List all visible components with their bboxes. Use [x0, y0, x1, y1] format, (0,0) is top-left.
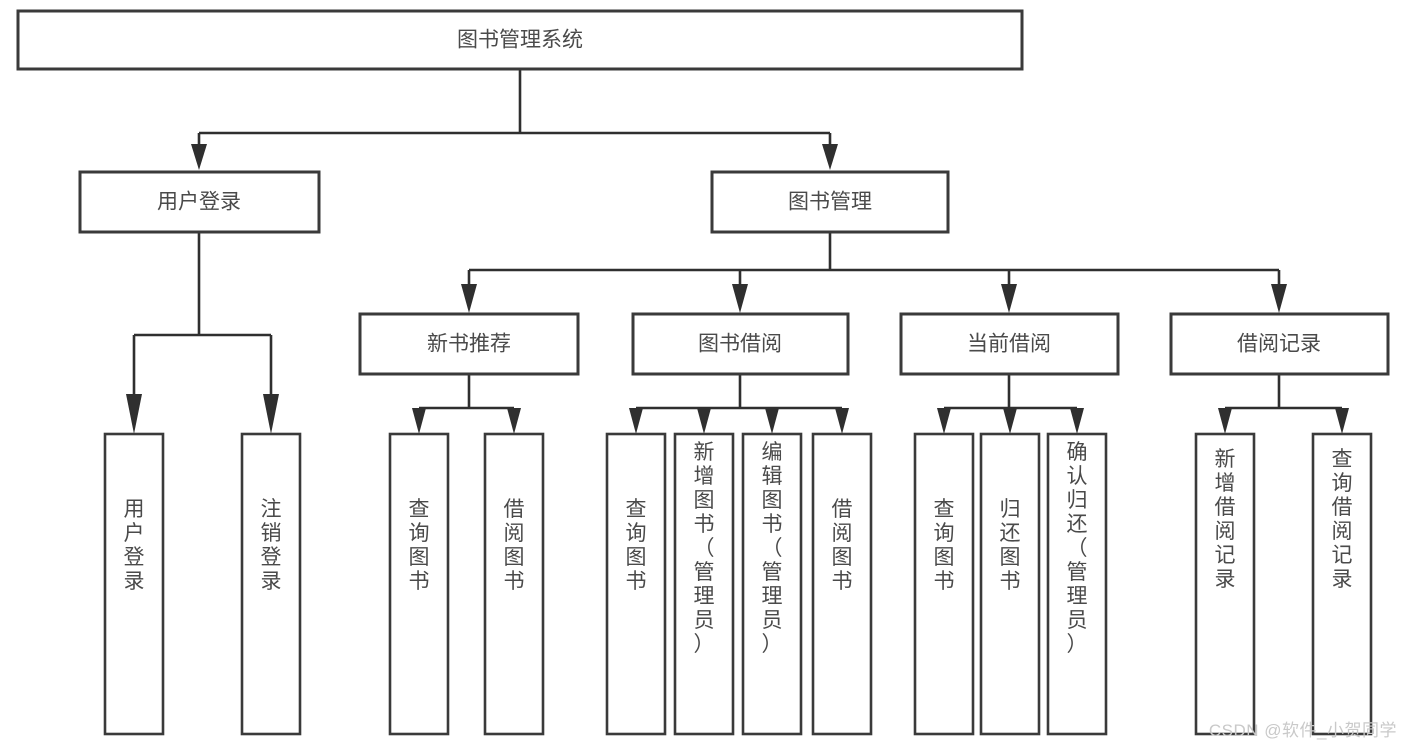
arrowhead-leaf-borrow-book-2 — [835, 408, 849, 434]
arrowhead-current-borrow — [1001, 284, 1017, 313]
node-borrow-record-label: 借阅记录 — [1237, 333, 1321, 356]
leaf-node-group: 用户登录 注销登录 查询图书 借阅图书 查询图书 新增图书（管理员） — [103, 432, 1373, 736]
node-leaf-user-login[interactable]: 用户登录 — [103, 432, 165, 736]
node-leaf-borrow-book-1-box[interactable] — [483, 432, 545, 736]
node-leaf-query-book-2[interactable]: 查询图书 — [605, 432, 667, 736]
arrowhead-leaf-query-book-1 — [412, 408, 426, 434]
node-root[interactable]: 图书管理系统 — [16, 9, 1024, 71]
node-leaf-borrow-book-2[interactable]: 借阅图书 — [811, 432, 873, 736]
arrowhead-leaf-query-record — [1335, 408, 1349, 434]
node-leaf-add-record-box[interactable] — [1194, 432, 1256, 736]
node-user-login-label: 用户登录 — [157, 191, 241, 214]
node-leaf-user-logout[interactable]: 注销登录 — [240, 432, 302, 736]
node-leaf-borrow-book-1[interactable]: 借阅图书 — [483, 432, 545, 736]
node-new-book-recommend-box[interactable] — [358, 312, 580, 376]
node-leaf-return-book[interactable]: 归还图书 — [979, 432, 1041, 736]
arrowhead-leaf-add-record — [1218, 408, 1232, 434]
node-leaf-user-login-label: 用户登录 — [124, 498, 145, 593]
node-leaf-query-book-2-label: 查询图书 — [626, 498, 647, 593]
node-leaf-add-record[interactable]: 新增借阅记录 — [1194, 432, 1256, 736]
arrowhead-leaf-borrow-book-1 — [507, 408, 521, 434]
node-leaf-confirm-return-box[interactable] — [1046, 432, 1108, 736]
node-book-manage-box[interactable] — [710, 170, 950, 234]
node-leaf-edit-book-label: 编辑图书（管理员） — [762, 441, 783, 656]
node-book-manage-label: 图书管理 — [788, 191, 872, 214]
node-leaf-add-book[interactable]: 新增图书（管理员） — [673, 432, 735, 736]
node-leaf-query-record[interactable]: 查询借阅记录 — [1311, 432, 1373, 736]
node-leaf-add-book-box[interactable] — [673, 432, 735, 736]
arrowhead-leaf-return-book — [1003, 408, 1017, 434]
node-user-login[interactable]: 用户登录 — [78, 170, 321, 234]
node-leaf-edit-book-box[interactable] — [741, 432, 803, 736]
node-leaf-user-login-box[interactable] — [103, 432, 165, 736]
node-leaf-return-book-label: 归还图书 — [1000, 498, 1021, 593]
node-root-label: 图书管理系统 — [457, 29, 583, 52]
node-leaf-return-book-box[interactable] — [979, 432, 1041, 736]
node-current-borrow-box[interactable] — [899, 312, 1120, 376]
node-current-borrow[interactable]: 当前借阅 — [899, 312, 1120, 376]
arrowhead-leaf-query-book-2 — [629, 408, 643, 434]
arrowhead-new-book-recommend — [461, 284, 477, 313]
node-leaf-user-logout-box[interactable] — [240, 432, 302, 736]
node-book-borrow-label: 图书借阅 — [698, 333, 782, 356]
node-current-borrow-label: 当前借阅 — [967, 333, 1051, 356]
node-leaf-user-logout-label: 注销登录 — [261, 498, 282, 593]
node-leaf-query-book-1-label: 查询图书 — [409, 498, 430, 593]
node-new-book-recommend[interactable]: 新书推荐 — [358, 312, 580, 376]
arrowhead-leaf-edit-book — [765, 408, 779, 434]
arrowhead-leaf-add-book — [697, 408, 711, 434]
node-user-login-box[interactable] — [78, 170, 321, 234]
node-leaf-add-book-label: 新增图书（管理员） — [694, 441, 715, 656]
node-leaf-query-record-label: 查询借阅记录 — [1332, 448, 1353, 591]
connector-layer — [126, 69, 1349, 434]
arrowhead-leaf-user-logout — [263, 394, 279, 434]
node-leaf-query-book-3[interactable]: 查询图书 — [913, 432, 975, 736]
node-leaf-confirm-return-label: 确认归还（管理员） — [1067, 441, 1088, 656]
arrowhead-user-login — [191, 144, 207, 170]
node-leaf-query-record-box[interactable] — [1311, 432, 1373, 736]
arrowhead-leaf-confirm-return — [1070, 408, 1084, 434]
node-book-borrow-box[interactable] — [631, 312, 850, 376]
node-leaf-borrow-book-2-label: 借阅图书 — [832, 498, 853, 593]
node-leaf-query-book-2-box[interactable] — [605, 432, 667, 736]
node-leaf-add-record-label: 新增借阅记录 — [1215, 448, 1236, 591]
node-leaf-borrow-book-2-box[interactable] — [811, 432, 873, 736]
arrowhead-leaf-query-book-3 — [937, 408, 951, 434]
node-book-manage[interactable]: 图书管理 — [710, 170, 950, 234]
node-leaf-borrow-book-1-label: 借阅图书 — [504, 498, 525, 593]
node-book-borrow[interactable]: 图书借阅 — [631, 312, 850, 376]
node-borrow-record[interactable]: 借阅记录 — [1169, 312, 1390, 376]
node-leaf-query-book-3-box[interactable] — [913, 432, 975, 736]
node-leaf-confirm-return[interactable]: 确认归还（管理员） — [1046, 432, 1108, 736]
node-leaf-query-book-1[interactable]: 查询图书 — [388, 432, 450, 736]
node-new-book-recommend-label: 新书推荐 — [427, 333, 511, 356]
node-borrow-record-box[interactable] — [1169, 312, 1390, 376]
arrowhead-book-manage — [822, 144, 838, 170]
node-leaf-query-book-1-box[interactable] — [388, 432, 450, 736]
arrowhead-leaf-user-login — [126, 394, 142, 434]
node-leaf-edit-book[interactable]: 编辑图书（管理员） — [741, 432, 803, 736]
node-leaf-query-book-3-label: 查询图书 — [934, 498, 955, 593]
arrowhead-borrow-record — [1271, 284, 1287, 313]
node-root-box[interactable] — [16, 9, 1024, 71]
arrowhead-book-borrow — [732, 284, 748, 313]
